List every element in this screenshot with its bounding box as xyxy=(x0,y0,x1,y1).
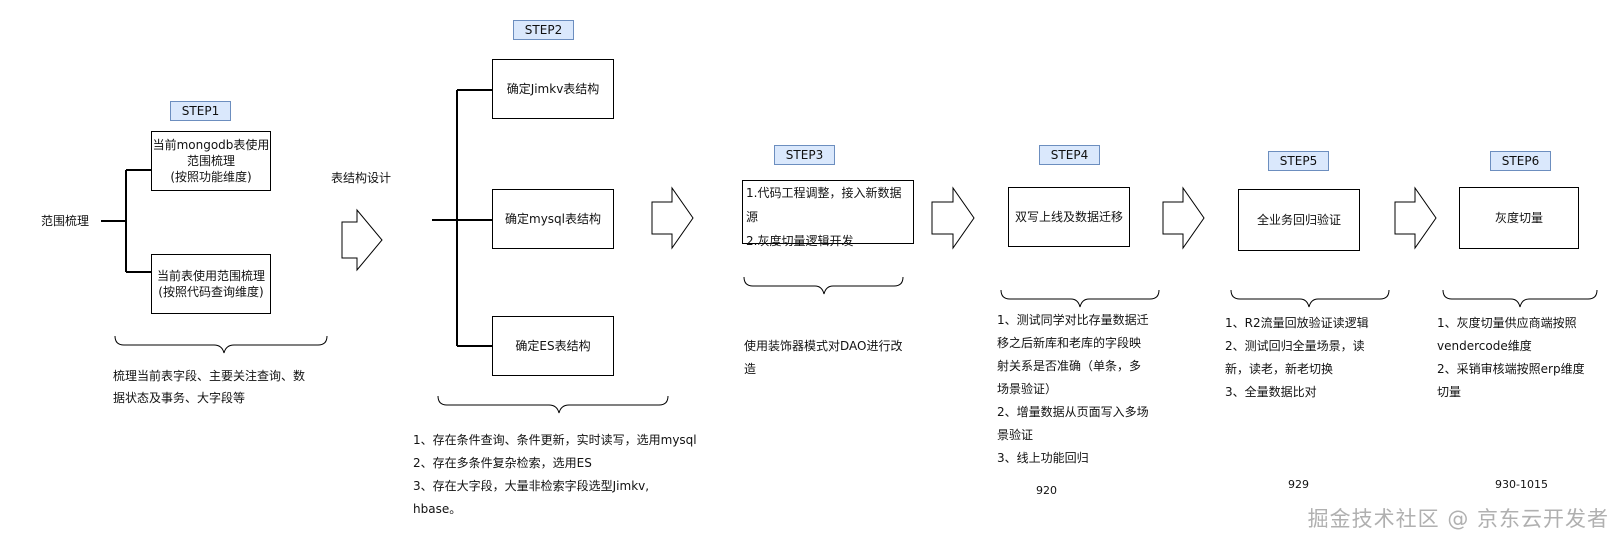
flow-arrow-1 xyxy=(341,208,383,272)
step1-mongodb-scope-box: 当前mongodb表使用 范围梳理 (按照功能维度) xyxy=(151,131,271,191)
step1-tree-connector xyxy=(101,169,151,273)
step3-box-line: 2.灰度切量逻辑开发 xyxy=(746,234,854,248)
flow-arrow-5 xyxy=(1394,186,1437,250)
step1-note-line: 据状态及事务、大字段等 xyxy=(113,391,246,405)
step5-brace xyxy=(1230,289,1390,308)
step1-brace xyxy=(114,335,328,354)
step4-note-line: 3、线上功能回归 xyxy=(997,451,1089,465)
step3-brace xyxy=(743,276,904,295)
step5-note-line: 新，读老，新老切换 xyxy=(1225,362,1334,376)
step5-tag: STEP5 xyxy=(1268,151,1329,171)
watermark: 掘金技术社区 @ 京东云开发者 xyxy=(1307,507,1609,531)
step5-regression-box: 全业务回归验证 xyxy=(1238,189,1360,251)
step1-note-line: 梳理当前表字段、主要关注查询、数 xyxy=(113,369,306,383)
table-design-label: 表结构设计 xyxy=(331,171,392,185)
step2-note-line: 2、存在多条件复杂检索，选用ES xyxy=(413,456,592,470)
step6-tag: STEP6 xyxy=(1490,151,1551,171)
step6-note-line: 切量 xyxy=(1437,385,1462,399)
step4-note-line: 1、测试同学对比存量数据迁 xyxy=(997,313,1149,327)
step1-tag: STEP1 xyxy=(170,101,231,121)
step4-note-line: 场景验证） xyxy=(997,382,1058,396)
step3-note-line: 造 xyxy=(744,362,757,376)
step5-note-line: 3、全量数据比对 xyxy=(1225,385,1317,399)
step6-date: 930-1015 xyxy=(1495,478,1548,491)
step2-es-box: 确定ES表结构 xyxy=(492,316,614,376)
step5-note-line: 1、R2流量回放验证读逻辑 xyxy=(1225,316,1369,330)
step6-note-line: vendercode维度 xyxy=(1437,339,1532,353)
step6-brace xyxy=(1442,289,1598,308)
flow-arrow-3 xyxy=(931,186,975,250)
step4-note-line: 射关系是否准确（单条，多 xyxy=(997,359,1142,373)
flow-arrow-4 xyxy=(1162,186,1205,250)
step2-jimkv-box: 确定Jimkv表结构 xyxy=(492,59,614,119)
step4-note-line: 2、增量数据从页面写入多场 xyxy=(997,405,1149,419)
step2-tree-connector xyxy=(432,89,492,347)
step4-note-line: 景验证 xyxy=(997,428,1034,442)
step4-tag: STEP4 xyxy=(1039,145,1100,165)
step2-note-line: hbase。 xyxy=(413,502,462,516)
step4-brace xyxy=(1000,289,1160,308)
step4-date: 920 xyxy=(1036,484,1057,497)
step2-note-line: 3、存在大字段，大量非检索字段选型Jimkv, xyxy=(413,479,650,493)
step4-note-line: 移之后新库和老库的字段映 xyxy=(997,336,1142,350)
step5-note-line: 2、测试回归全量场景，读 xyxy=(1225,339,1365,353)
step5-date: 929 xyxy=(1288,478,1309,491)
step2-note-line: 1、存在条件查询、条件更新，实时读写，选用mysql xyxy=(413,433,697,447)
step6-gray-release-box: 灰度切量 xyxy=(1459,187,1579,249)
step2-tag: STEP2 xyxy=(513,20,574,40)
step3-code-adjust-box: 1.代码工程调整，接入新数据源 2.灰度切量逻辑开发 xyxy=(742,180,914,248)
range-label: 范围梳理 xyxy=(41,214,90,228)
step3-tag: STEP3 xyxy=(774,145,835,165)
step3-box-line: 1.代码工程调整，接入新数据源 xyxy=(746,186,902,224)
step6-note-line: 1、灰度切量供应商端按照 xyxy=(1437,316,1577,330)
step3-note-line: 使用装饰器模式对DAO进行改 xyxy=(744,339,903,353)
step2-mysql-box: 确定mysql表结构 xyxy=(492,189,614,249)
flow-arrow-2 xyxy=(651,186,694,250)
step6-note-line: 2、采销审核端按照erp维度 xyxy=(1437,362,1585,376)
step4-dual-write-box: 双写上线及数据迁移 xyxy=(1008,187,1130,247)
step2-brace xyxy=(437,395,669,414)
step1-code-scope-box: 当前表使用范围梳理 (按照代码查询维度) xyxy=(151,254,271,314)
